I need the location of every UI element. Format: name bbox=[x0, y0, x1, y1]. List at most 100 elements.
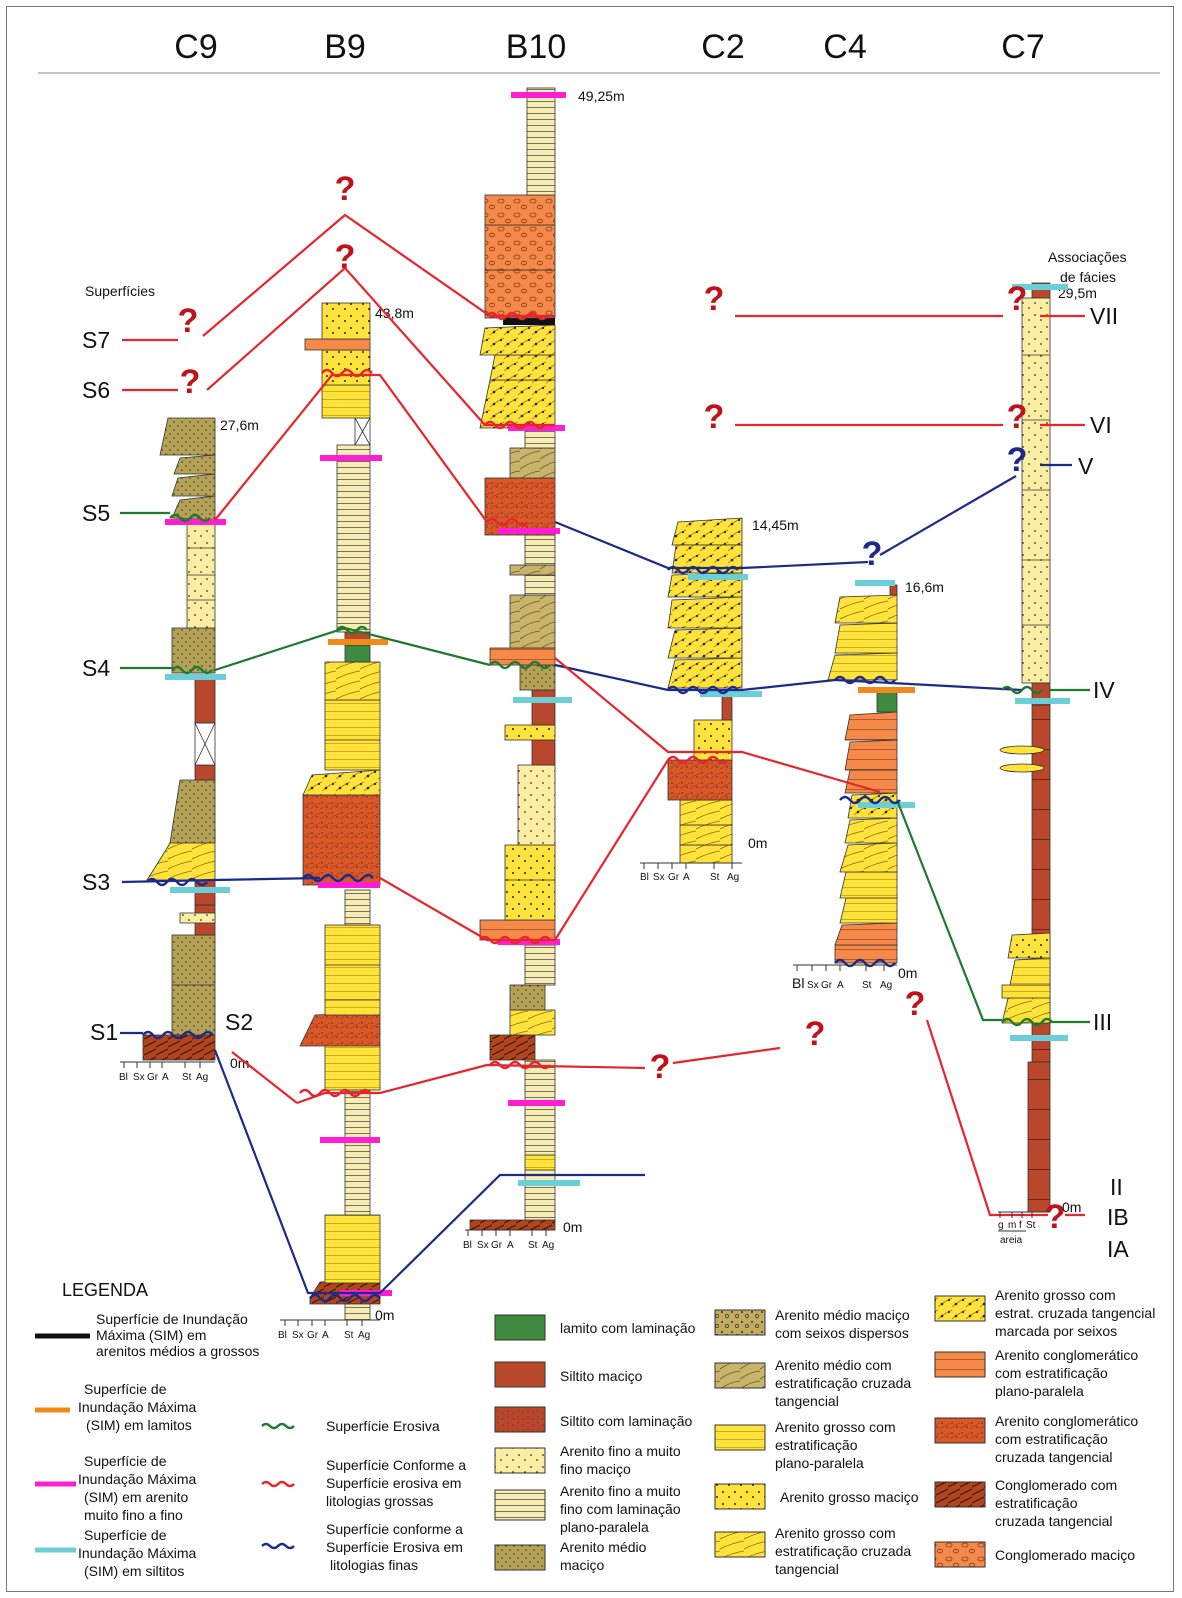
svg-text:Arenito grosso com: Arenito grosso com bbox=[775, 1525, 896, 1541]
column-b10: 49,25m 0m bbox=[469, 87, 625, 1235]
base-label-c9: 0m bbox=[230, 1055, 249, 1071]
base-label-c2: 0m bbox=[748, 835, 767, 851]
correlation-lines bbox=[121, 213, 1048, 1295]
svg-text:estratificação: estratificação bbox=[775, 1437, 858, 1453]
svg-text:?: ? bbox=[862, 535, 883, 573]
svg-text:Sx: Sx bbox=[477, 1240, 489, 1251]
legend-facies-arenito-medio-cruzada: Arenito médio com estratificação cruzada… bbox=[714, 1357, 911, 1409]
top-label-b9: 43,8m bbox=[375, 305, 414, 321]
svg-text:Superfície Erosiva em: Superfície Erosiva em bbox=[326, 1539, 463, 1555]
svg-text:Sx: Sx bbox=[653, 872, 665, 883]
svg-text:Superfície Conforme a: Superfície Conforme a bbox=[326, 1457, 466, 1473]
well-title-c4: C4 bbox=[823, 28, 866, 66]
svg-text:areia: areia bbox=[1000, 1235, 1023, 1246]
svg-text:Arenito médio: Arenito médio bbox=[560, 1539, 647, 1555]
svg-text:Arenito fino a muito: Arenito fino a muito bbox=[560, 1483, 681, 1499]
svg-text:litologias finas: litologias finas bbox=[330, 1557, 418, 1573]
associations-title-1: Associações bbox=[1048, 249, 1127, 265]
base-label-c7: 0m bbox=[1062, 1199, 1081, 1215]
surface-tick-lines bbox=[120, 314, 1090, 1217]
svg-text:?: ? bbox=[180, 363, 201, 401]
svg-text:Arenito grosso com: Arenito grosso com bbox=[775, 1419, 896, 1435]
column-c7: 29,5m 0m bbox=[999, 282, 1097, 1215]
svg-text:maciço: maciço bbox=[560, 1557, 605, 1573]
svg-text:fino com laminação: fino com laminação bbox=[560, 1501, 681, 1517]
svg-text:Gr: Gr bbox=[821, 980, 833, 991]
svg-text:St: St bbox=[528, 1240, 538, 1251]
svg-text:Siltito maciço: Siltito maciço bbox=[560, 1368, 643, 1384]
svg-text:Bl: Bl bbox=[640, 872, 649, 883]
svg-text:Ag: Ag bbox=[196, 1072, 208, 1083]
svg-text:plano-paralela: plano-paralela bbox=[995, 1383, 1084, 1399]
legend-surface-orange: Superfície de Inundação Máxima (SIM) em … bbox=[35, 1381, 197, 1433]
svg-text:estratificação: estratificação bbox=[995, 1495, 1078, 1511]
svg-text:Inundação Máxima: Inundação Máxima bbox=[78, 1399, 197, 1415]
legend-facies-arenito-medio: Arenito médio maciço bbox=[494, 1539, 647, 1573]
svg-text:?: ? bbox=[704, 280, 725, 318]
legend-facies-conglomerado-macico: Conglomerado maciço bbox=[934, 1541, 1135, 1568]
svg-text:lamito com laminação: lamito com laminação bbox=[560, 1320, 696, 1336]
svg-text:A: A bbox=[507, 1240, 514, 1251]
legend-facies-arenito-grosso-cruzada: Arenito grosso com estratificação cruzad… bbox=[714, 1525, 911, 1577]
svg-text:Superfície de Inundação: Superfície de Inundação bbox=[96, 1311, 248, 1327]
svg-text:Conglomerado com: Conglomerado com bbox=[995, 1477, 1117, 1493]
legend-surface-black: Superfície de Inundação Máxima (SIM) em … bbox=[35, 1311, 259, 1359]
well-title-b9: B9 bbox=[324, 28, 366, 66]
svg-text:?: ? bbox=[805, 1015, 826, 1053]
legend-surface-cyan: Superfície de Inundação Máxima (SIM) em … bbox=[35, 1527, 197, 1579]
base-label-c4: 0m bbox=[898, 965, 917, 981]
svg-text:Bl: Bl bbox=[463, 1240, 472, 1251]
svg-text:(SIM) em siltitos: (SIM) em siltitos bbox=[84, 1563, 184, 1579]
surface-label-s5: S5 bbox=[82, 500, 110, 526]
svg-text:Superfície Erosiva: Superfície Erosiva bbox=[326, 1418, 440, 1434]
svg-text:plano-paralela: plano-paralela bbox=[775, 1455, 864, 1471]
legend-facies-siltito: Siltito maciço bbox=[494, 1361, 643, 1388]
svg-text:Bl: Bl bbox=[119, 1072, 128, 1083]
question-marks: ? ? ? ? ? ? ? ? ? ? ? ? ? ? bbox=[178, 170, 1066, 1236]
surface-label-s2: S2 bbox=[225, 1009, 253, 1035]
svg-text:Superfície erosiva em: Superfície erosiva em bbox=[326, 1475, 461, 1491]
svg-text:com estratificação: com estratificação bbox=[995, 1431, 1108, 1447]
top-label-c2: 14,45m bbox=[752, 517, 799, 533]
svg-text:plano-paralela: plano-paralela bbox=[560, 1519, 649, 1535]
legend-facies-lamito: lamito com laminação bbox=[494, 1314, 696, 1341]
well-title-c9: C9 bbox=[174, 28, 217, 66]
svg-text:Arenito fino a muito: Arenito fino a muito bbox=[560, 1443, 681, 1459]
surface-label-s7: S7 bbox=[82, 327, 110, 353]
svg-text:St: St bbox=[344, 1330, 354, 1341]
svg-text:A: A bbox=[162, 1072, 169, 1083]
svg-text:cruzada tangencial: cruzada tangencial bbox=[995, 1513, 1113, 1529]
svg-text:Superfície de: Superfície de bbox=[84, 1527, 167, 1543]
legend-facies-arenito-fino-lam: Arenito fino a muito fino com laminação … bbox=[494, 1483, 681, 1535]
svg-text:estratificação cruzada: estratificação cruzada bbox=[775, 1375, 911, 1391]
svg-text:?: ? bbox=[704, 398, 725, 436]
svg-text:muito fino a fino: muito fino a fino bbox=[84, 1507, 183, 1523]
svg-text:?: ? bbox=[335, 238, 356, 276]
legend-facies-arenito-grosso: Arenito grosso maciço bbox=[714, 1483, 919, 1510]
svg-text:tangencial: tangencial bbox=[775, 1561, 839, 1577]
svg-text:Arenito conglomerático: Arenito conglomerático bbox=[995, 1347, 1138, 1363]
assoc-label-vii: VII bbox=[1090, 303, 1118, 329]
legend-line-erosive: Superfície Erosiva bbox=[261, 1418, 440, 1434]
svg-text:Superfície conforme a: Superfície conforme a bbox=[326, 1521, 463, 1537]
column-c4: 16,6m 0m bbox=[827, 579, 944, 981]
assoc-label-ii: II bbox=[1110, 1174, 1123, 1200]
top-label-c4: 16,6m bbox=[905, 579, 944, 595]
svg-text:?: ? bbox=[335, 170, 356, 208]
svg-text:(SIM) em arenito: (SIM) em arenito bbox=[84, 1489, 188, 1505]
well-title-c7: C7 bbox=[1001, 28, 1044, 66]
wavy-surfaces bbox=[142, 311, 1053, 1303]
legend-line-conform-fine: Superfície conforme a Superfície Erosiva… bbox=[261, 1521, 463, 1573]
svg-text:Sx: Sx bbox=[133, 1072, 145, 1083]
svg-text:?: ? bbox=[1007, 398, 1028, 436]
svg-text:Gr: Gr bbox=[147, 1072, 159, 1083]
svg-text:St: St bbox=[1026, 1220, 1036, 1231]
svg-text:Bl: Bl bbox=[792, 975, 804, 991]
svg-text:com seixos dispersos: com seixos dispersos bbox=[775, 1325, 909, 1341]
svg-text:?: ? bbox=[178, 302, 199, 340]
